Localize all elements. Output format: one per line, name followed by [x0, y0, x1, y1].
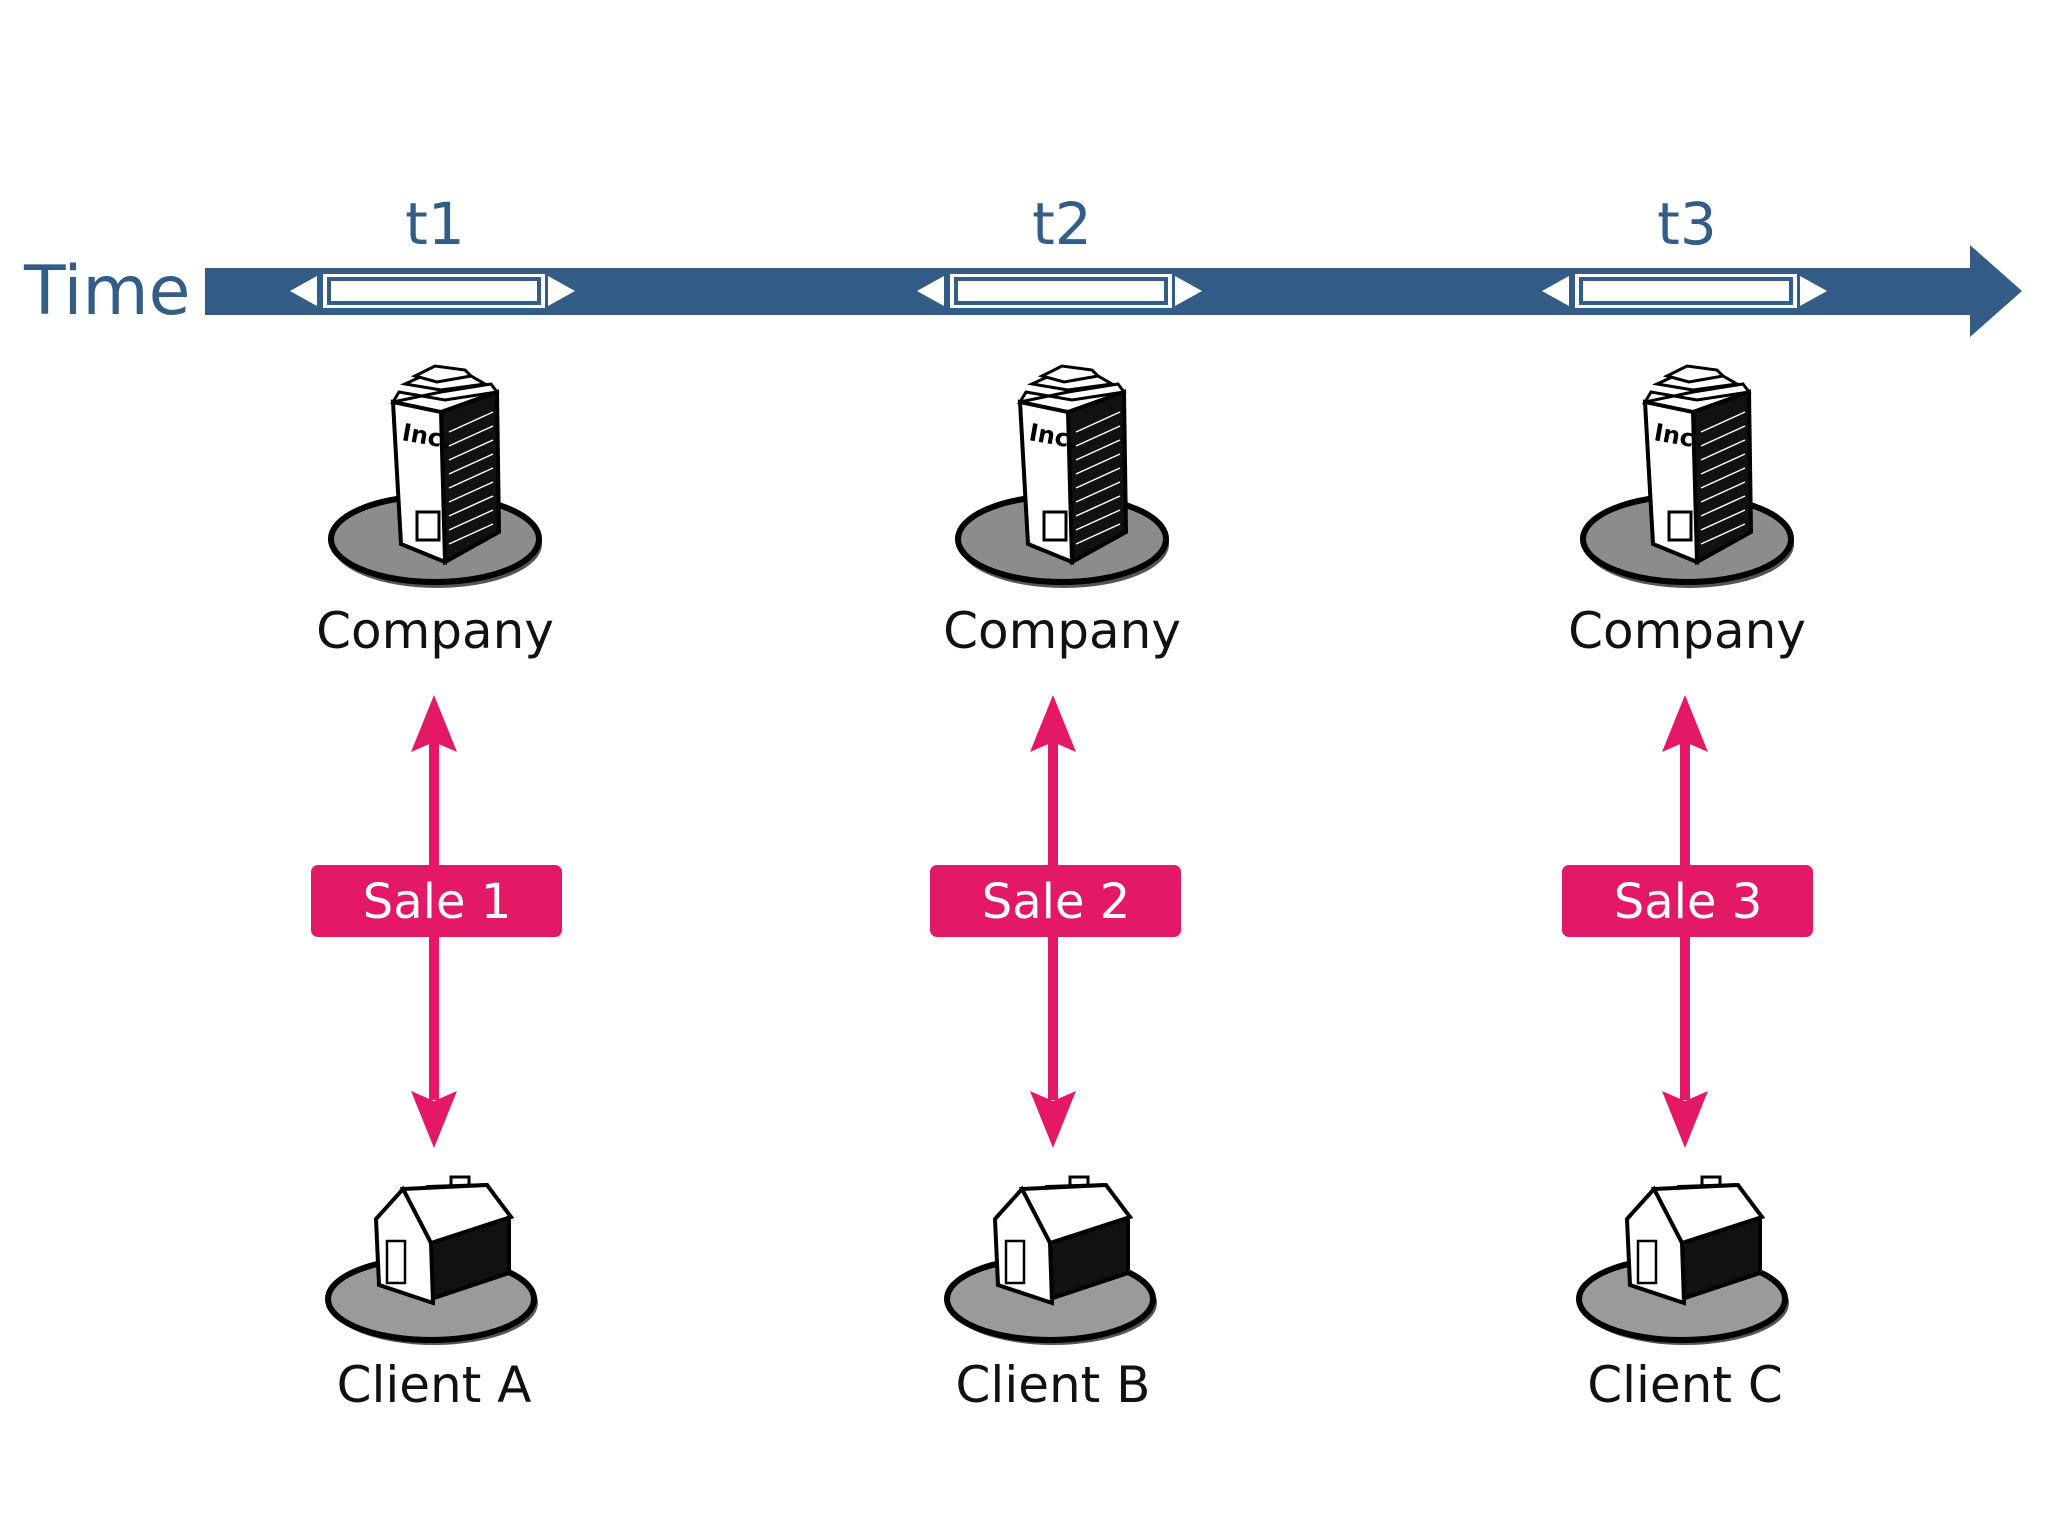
interval-start-icon	[290, 276, 317, 306]
interval-label: t3	[1657, 190, 1717, 258]
sale-badge: Sale 2	[930, 865, 1181, 937]
interval-marker	[1542, 274, 1827, 308]
interval-end-icon	[548, 276, 575, 306]
house-icon	[944, 1175, 1157, 1345]
sale-badge: Sale 3	[1562, 865, 1813, 937]
client-label: Client B	[956, 1356, 1151, 1414]
office-building-icon: Inc.	[1580, 364, 1794, 588]
interval-start-icon	[1542, 276, 1569, 306]
interval-label: t1	[405, 190, 465, 258]
company-label: Company	[943, 602, 1181, 660]
company-label: Company	[316, 602, 554, 660]
interval-label: t2	[1032, 190, 1092, 258]
company-label: Company	[1568, 602, 1806, 660]
interval-end-icon	[1175, 276, 1202, 306]
office-building-icon: Inc.	[328, 364, 542, 588]
sale-badge: Sale 1	[311, 865, 562, 937]
client-label: Client A	[337, 1356, 532, 1414]
sale-label: Sale 1	[363, 874, 512, 930]
sale-label: Sale 3	[1614, 874, 1763, 930]
time-label: Time	[23, 252, 190, 331]
house-icon	[1576, 1175, 1789, 1345]
interval-start-icon	[917, 276, 944, 306]
house-icon	[325, 1175, 538, 1345]
office-building-icon: Inc.	[955, 364, 1169, 588]
sale-label: Sale 2	[982, 874, 1131, 930]
interval-marker	[290, 274, 575, 308]
interval-end-icon	[1800, 276, 1827, 306]
interval-marker	[917, 274, 1202, 308]
client-label: Client C	[1587, 1356, 1783, 1414]
